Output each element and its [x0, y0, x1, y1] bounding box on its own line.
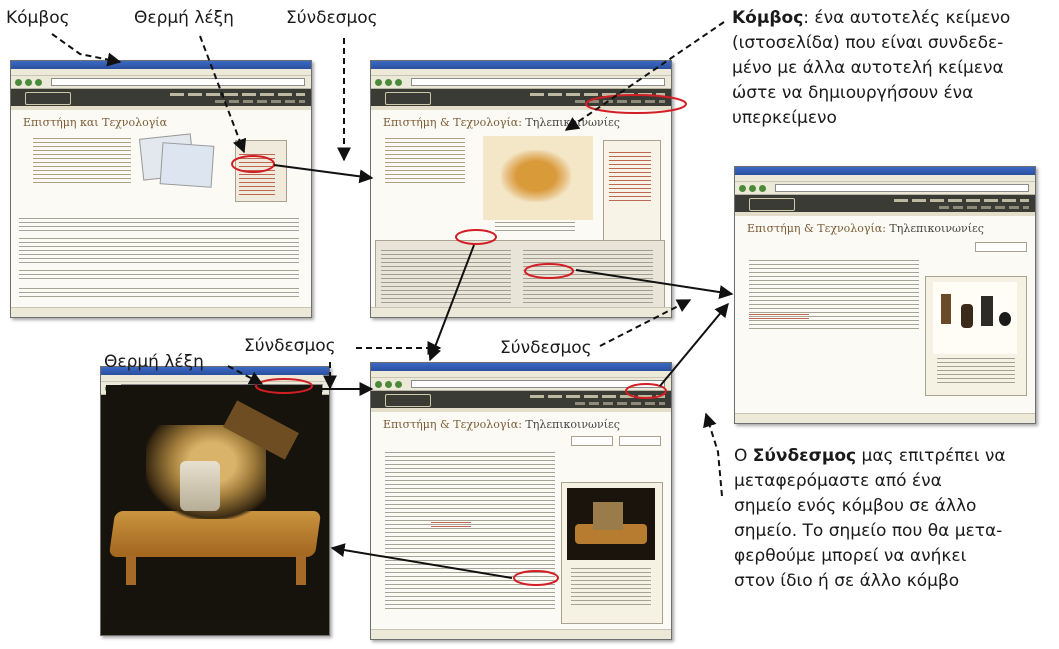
label-thermi-lexi-mid: Θερμή λέξη	[104, 352, 204, 372]
hotword-ellipse-photo-url	[255, 378, 313, 394]
page-title: Επιστήμη και Τεχνολογία	[23, 116, 168, 129]
window-telecom-node: Επιστήμη & Τεχνολογία: Τηλεπικοινωνίες	[370, 60, 672, 318]
label-syndesmos-mid-left: Σύνδεσμος	[244, 336, 336, 356]
page-title: Επιστήμη & Τεχνολογία: Τηλεπικοινωνίες	[747, 222, 984, 235]
hotword-ellipse-w5-link	[513, 570, 559, 586]
note-kombos-definition: Κόμβος: ένα αυτοτελές κείμενο (ιστοσελίδ…	[732, 8, 1011, 128]
note-syndesmos-definition: Ο Σύνδεσμος μας επιτρέπει να μεταφερόμασ…	[734, 446, 1006, 591]
label-kombos-top: Κόμβος	[6, 8, 70, 28]
hotword-ellipse-w2-tab	[455, 229, 497, 245]
window-telegraph-node: Επιστήμη & Τεχνολογία: Τηλεπικοινωνίες	[734, 166, 1036, 424]
hotword-ellipse-w2-link	[524, 263, 574, 279]
hotword-ellipse-w5-btn	[625, 383, 667, 399]
label-syndesmos-mid-right: Σύνδεσμος	[500, 338, 592, 358]
page-title: Επιστήμη & Τεχνολογία: Τηλεπικοινωνίες	[383, 418, 620, 431]
window-telegraph-morse: Επιστήμη & Τεχνολογία: Τηλεπικοινωνίες	[370, 362, 672, 640]
hotword-ellipse-w1	[231, 155, 275, 173]
window-science-technology: Επιστήμη και Τεχνολογία	[10, 60, 312, 318]
label-thermi-lexi-top: Θερμή λέξη	[134, 8, 234, 28]
telegraph-photo	[106, 385, 322, 619]
hotword-ellipse-w2-title	[585, 94, 687, 114]
label-syndesmos-top: Σύνδεσμος	[286, 8, 378, 28]
